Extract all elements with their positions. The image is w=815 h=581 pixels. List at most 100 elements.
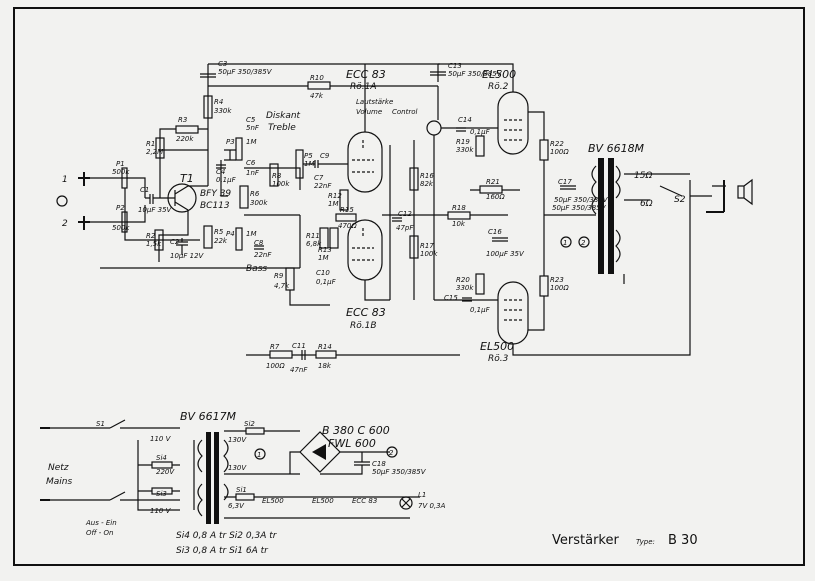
svg-text:R18: R18 <box>452 204 466 212</box>
svg-text:R1: R1 <box>146 140 155 148</box>
r8-resistor <box>269 163 279 187</box>
p4-pot <box>235 227 243 251</box>
input-section: 1 2 P1 500k P2 500k C1 10µF 35V <box>56 160 200 241</box>
svg-text:ECC 83: ECC 83 <box>346 68 386 81</box>
bass-label: Bass <box>246 264 267 274</box>
svg-text:82k: 82k <box>420 180 434 188</box>
svg-text:Si1: Si1 <box>236 486 247 494</box>
node-1 <box>560 236 572 248</box>
svg-text:Rö.1A: Rö.1A <box>350 82 377 92</box>
output-stage: EL500 Rö.2 EL500 Rö.3 C14 0,1µF R19 330k… <box>434 63 753 364</box>
svg-text:C2: C2 <box>170 238 180 246</box>
input-jack-icon <box>78 172 90 230</box>
pilot-lamp-icon <box>399 496 413 510</box>
svg-text:C6: C6 <box>246 159 256 167</box>
transistor-stage: T1 BFY 39 BC113 R1 2,2M R2 1,5k R3 220k … <box>100 60 440 269</box>
si2-fuse <box>245 427 265 435</box>
svg-text:500k: 500k <box>112 168 130 176</box>
svg-text:500k: 500k <box>112 224 130 232</box>
svg-text:1M: 1M <box>246 230 257 238</box>
r10-resistor <box>307 81 331 90</box>
svg-text:6,3V: 6,3V <box>228 502 245 510</box>
svg-text:C7: C7 <box>314 174 324 182</box>
svg-text:1M: 1M <box>246 138 257 146</box>
input-1-label: 1 <box>62 175 68 185</box>
svg-text:R13: R13 <box>318 246 332 254</box>
svg-text:R16: R16 <box>420 172 434 180</box>
svg-text:1M: 1M <box>318 254 329 262</box>
svg-text:R19: R19 <box>456 138 470 146</box>
c15-capacitor <box>462 297 472 302</box>
svg-text:22nF: 22nF <box>314 182 332 190</box>
svg-text:100Ω: 100Ω <box>550 284 569 292</box>
mains-plug-icon <box>40 427 50 501</box>
svg-text:100Ω: 100Ω <box>266 362 285 370</box>
output-transformer-core <box>598 158 604 274</box>
v1a-tube-icon <box>347 131 383 193</box>
title-type-value: B 30 <box>668 533 698 548</box>
lautstaerke-label: Lautstärke <box>356 98 393 106</box>
title-label: Verstärker <box>552 533 619 548</box>
svg-text:220V: 220V <box>156 468 175 476</box>
svg-text:R4: R4 <box>214 98 223 106</box>
svg-text:C12: C12 <box>398 210 412 218</box>
v3-el500-tube-icon <box>497 281 529 345</box>
svg-text:1nF: 1nF <box>246 169 260 177</box>
s2-switch <box>659 185 726 197</box>
p3-pot <box>235 137 243 161</box>
c12-capacitor <box>392 217 402 222</box>
svg-text:50µF 350/385V: 50µF 350/385V <box>372 468 427 476</box>
svg-text:330k: 330k <box>214 107 232 115</box>
svg-text:Rö.2: Rö.2 <box>488 82 509 92</box>
r14-resistor <box>315 350 337 359</box>
svg-text:22k: 22k <box>214 237 228 245</box>
c13-capacitor <box>430 64 446 82</box>
svg-text:S1: S1 <box>96 420 105 428</box>
svg-text:C9: C9 <box>320 152 330 160</box>
node-2 <box>578 236 590 248</box>
svg-text:FWL 600: FWL 600 <box>328 437 376 450</box>
node-1-power <box>254 448 266 460</box>
svg-text:C11: C11 <box>292 342 306 350</box>
r13-resistor <box>329 227 339 249</box>
svg-text:C18: C18 <box>372 460 386 468</box>
svg-text:0,1µF: 0,1µF <box>470 128 491 136</box>
svg-text:ECC 83: ECC 83 <box>346 306 386 319</box>
c3-capacitor <box>200 73 216 78</box>
r18-resistor <box>447 211 471 220</box>
speaker-jack-icon <box>706 180 725 213</box>
svg-text:110 V: 110 V <box>150 507 172 515</box>
r11-resistor <box>319 227 329 249</box>
svg-text:R8: R8 <box>272 172 282 180</box>
svg-text:50µF 350/385V: 50µF 350/385V <box>554 196 609 204</box>
r23-resistor <box>539 275 549 297</box>
svg-text:0,1µF: 0,1µF <box>316 278 337 286</box>
svg-text:P4: P4 <box>226 230 235 238</box>
svg-text:4,7k: 4,7k <box>274 282 290 290</box>
svg-text:C10: C10 <box>316 269 330 277</box>
svg-text:R9: R9 <box>274 272 284 280</box>
svg-text:EL500: EL500 <box>482 68 516 81</box>
mains-label: Mains <box>46 477 72 487</box>
svg-text:330k: 330k <box>456 284 474 292</box>
svg-text:C13: C13 <box>448 62 462 70</box>
speaker-icon <box>737 178 753 206</box>
svg-text:Rö.1B: Rö.1B <box>350 321 377 331</box>
svg-text:R10: R10 <box>310 74 324 82</box>
svg-text:18k: 18k <box>318 362 332 370</box>
svg-text:R5: R5 <box>214 228 224 236</box>
svg-text:R12: R12 <box>328 192 342 200</box>
svg-text:C16: C16 <box>488 228 502 236</box>
node-2-power <box>386 446 398 458</box>
power-supply: Netz Mains Aus - Ein Off - On S1 BV 6617… <box>40 410 446 556</box>
r3-resistor <box>175 125 199 134</box>
svg-text:R14: R14 <box>318 343 332 351</box>
svg-text:T1: T1 <box>180 172 194 185</box>
svg-text:C17: C17 <box>558 178 572 186</box>
svg-text:2: 2 <box>581 239 586 247</box>
svg-text:R3: R3 <box>178 116 187 124</box>
svg-text:R15: R15 <box>340 206 354 214</box>
r5-resistor <box>203 225 213 249</box>
svg-text:BFY 39: BFY 39 <box>200 189 231 199</box>
